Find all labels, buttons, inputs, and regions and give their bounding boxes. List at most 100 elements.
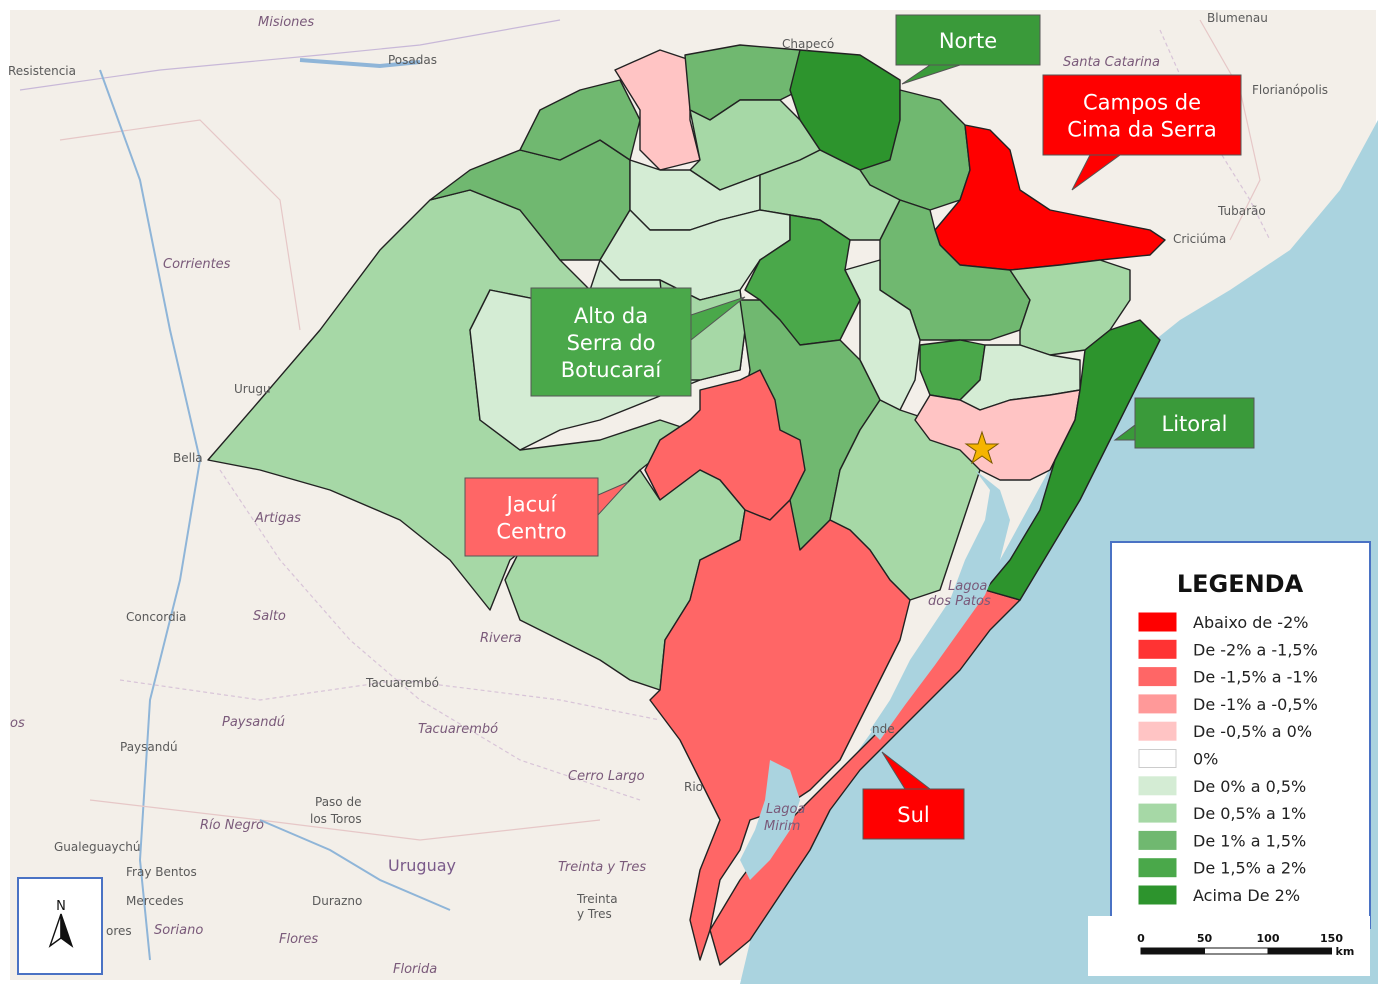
place-label: dos Patos [928, 594, 991, 609]
legend-item-label: De -2% a -1,5% [1193, 640, 1318, 659]
scale-segment [1204, 947, 1269, 955]
scale-segment [1267, 947, 1332, 955]
legend-item-label: De 1% a 1,5% [1193, 831, 1306, 850]
place-label: Lagoa [948, 579, 987, 594]
legend-swatch [1138, 776, 1177, 796]
callout-label: Alto da [574, 304, 648, 328]
legend-item-label: De 0,5% a 1% [1193, 804, 1306, 823]
north-arrow: N [17, 877, 103, 975]
place-label: Misiones [258, 15, 314, 30]
place-label: Corrientes [163, 257, 231, 272]
legend-item-label: De -1,5% a -1% [1193, 668, 1318, 687]
region-vale-do-taquari [844, 259, 921, 411]
background-lines [19, 19, 1271, 961]
callout-box [530, 287, 692, 397]
legend-swatch [1138, 830, 1177, 850]
place-label: y Tres [577, 907, 612, 921]
callout-box [464, 477, 599, 557]
place-label: Paysandú [120, 740, 178, 754]
legend-item-label: Acima De 2% [1193, 886, 1300, 905]
scale-tick-label: 0 [1137, 932, 1145, 945]
place-label: Tubarão [1217, 204, 1266, 218]
star-icon [964, 430, 1000, 465]
legend-swatch [1138, 721, 1177, 741]
place-label: Blumenau [1207, 11, 1268, 25]
legend-title: LEGENDA [1177, 570, 1304, 598]
scale-tick-label: 50 [1197, 932, 1213, 945]
lagoa-dos-patos [870, 470, 1010, 740]
legend-item-label: De 0% a 0,5% [1193, 777, 1306, 796]
north-label: N [56, 899, 66, 914]
legend-item-label: De -0,5% a 0% [1193, 722, 1312, 741]
region-litoral [984, 319, 1161, 601]
regions [207, 44, 1166, 966]
callout-box [1042, 74, 1242, 156]
callout-label: Sul [897, 803, 929, 827]
place-label: Tacuarembó [365, 676, 439, 690]
callout-label: Jacuí [505, 493, 558, 517]
place-label: Fray Bentos [126, 865, 197, 879]
callout-label: Campos de [1083, 91, 1201, 115]
scale-tick-label: 150 [1320, 932, 1343, 945]
place-label: Rio [684, 780, 703, 794]
legend-swatch [1138, 639, 1177, 659]
legend-swatch [1138, 612, 1177, 632]
callout-norte: Norte [895, 14, 1041, 85]
place-label: Concordia [126, 610, 186, 624]
place-label: Florida [393, 962, 437, 977]
place-label: Treinta y Tres [558, 860, 646, 875]
legend-swatch [1138, 694, 1177, 714]
place-label: Criciúma [1173, 232, 1226, 246]
place-label: Paysandú [222, 715, 285, 730]
place-label: Bella [173, 451, 203, 465]
place-label: Soriano [154, 923, 203, 938]
legend-item-label: De 1,5% a 2% [1193, 859, 1306, 878]
place-label: Chapecó [782, 37, 834, 51]
legend-swatch [1138, 667, 1177, 687]
place-label: Treinta [576, 892, 618, 906]
place-label: Posadas [388, 53, 437, 67]
callout-box [862, 788, 965, 840]
callout-box [895, 14, 1041, 66]
callout-label: Serra do [567, 331, 656, 355]
place-label: Durazno [312, 894, 362, 908]
place-label: Urugu [234, 382, 271, 396]
place-label: Cerro Largo [568, 769, 645, 784]
lagoa-mirim [740, 760, 800, 880]
place-label: os [10, 716, 25, 731]
callout-label: Norte [939, 29, 997, 53]
place-label: los Toros [310, 812, 362, 826]
place-label: Mercedes [126, 894, 184, 908]
place-label: Tacuarembó [418, 722, 498, 737]
place-label: Lagoa [766, 802, 805, 817]
region-campos-de-cima-da-serra [934, 124, 1166, 271]
place-label: ores [106, 924, 132, 938]
scale-tick-label: 100 [1257, 932, 1280, 945]
place-label: Resistencia [8, 64, 76, 78]
legend-swatch [1138, 803, 1177, 823]
place-label: Paso de [315, 795, 361, 809]
place-label: Florianópolis [1252, 83, 1328, 97]
callout-label: Litoral [1162, 412, 1228, 436]
place-label: Flores [279, 932, 318, 947]
place-label: Uruguay [388, 856, 456, 875]
legend-swatch [1138, 749, 1177, 768]
legend-swatch [1138, 858, 1177, 878]
place-label: Santa Catarina [1063, 55, 1160, 70]
place-label: Gualeguaychú [54, 840, 140, 854]
place-label: nde [872, 722, 895, 736]
legend-swatch [1138, 885, 1177, 905]
legend-item-label: 0% [1193, 750, 1218, 769]
legend-item-label: De -1% a -0,5% [1193, 695, 1318, 714]
callout-box [1134, 397, 1255, 449]
callout-litoral: Litoral [1113, 397, 1255, 449]
